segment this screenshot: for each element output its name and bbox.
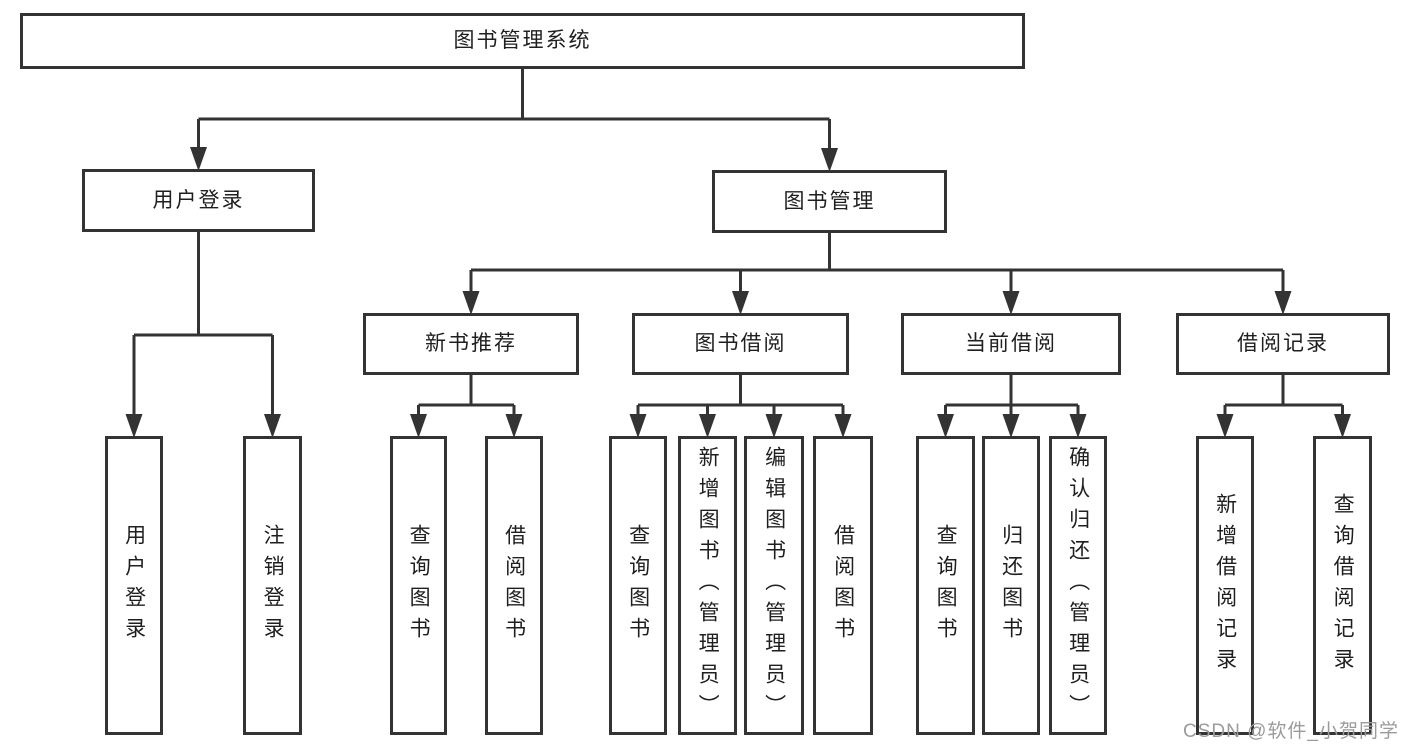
node-label: 确认归还（管理员） xyxy=(1066,446,1090,725)
connector-line xyxy=(197,69,831,160)
node-add-books-admin: 新增图书（管理员） xyxy=(678,436,737,735)
connector-line xyxy=(417,375,516,426)
node-query-books-2: 查询图书 xyxy=(609,436,667,735)
node-label: 借阅图书 xyxy=(831,523,855,648)
node-label: 用户登录 xyxy=(152,188,245,212)
node-label: 图书管理 xyxy=(783,189,876,213)
node-label: 新增图书（管理员） xyxy=(696,446,720,725)
node-current-borrowing: 当前借阅 xyxy=(901,313,1121,375)
node-label: 新书推荐 xyxy=(425,332,517,356)
node-new-book-recommend: 新书推荐 xyxy=(363,313,579,375)
node-root: 图书管理系统 xyxy=(20,13,1025,69)
node-confirm-return-admin: 确认归还（管理员） xyxy=(1049,436,1107,735)
arrowhead-icon xyxy=(765,414,783,438)
node-user-login-leaf: 用户登录 xyxy=(105,436,163,735)
arrowhead-icon xyxy=(1002,291,1020,315)
arrowhead-icon xyxy=(264,414,281,438)
node-label: 当前借阅 xyxy=(965,332,1057,356)
arrowhead-icon xyxy=(190,147,207,171)
arrowhead-icon xyxy=(937,414,954,438)
connector-line xyxy=(469,233,1285,303)
node-borrow-books-1: 借阅图书 xyxy=(485,436,543,735)
arrowhead-icon xyxy=(699,414,716,438)
node-return-books: 归还图书 xyxy=(982,436,1040,735)
node-add-borrow-record: 新增借阅记录 xyxy=(1196,436,1254,735)
arrowhead-icon xyxy=(834,414,852,438)
arrowhead-icon xyxy=(732,291,749,315)
node-label: 借阅图书 xyxy=(502,523,526,648)
node-label: 查询图书 xyxy=(934,523,958,648)
node-label: 查询图书 xyxy=(626,523,650,648)
node-book-borrowing: 图书借阅 xyxy=(632,313,849,375)
arrowhead-icon xyxy=(629,414,647,438)
node-label: 查询借阅记录 xyxy=(1331,492,1355,679)
node-edit-books-admin: 编辑图书（管理员） xyxy=(744,436,804,735)
connector-line xyxy=(636,375,845,426)
arrowhead-icon xyxy=(821,148,838,172)
arrowhead-icon xyxy=(125,414,143,438)
arrowhead-icon xyxy=(1002,414,1020,438)
connector-line xyxy=(944,375,1080,426)
node-user-login: 用户登录 xyxy=(82,169,315,232)
node-query-books-1: 查询图书 xyxy=(390,436,447,735)
node-label: 图书借阅 xyxy=(694,332,787,356)
node-label: 借阅记录 xyxy=(1237,332,1329,356)
node-label: 图书管理系统 xyxy=(453,29,592,53)
arrowhead-icon xyxy=(462,291,480,315)
node-logout-leaf: 注销登录 xyxy=(243,436,302,735)
arrowhead-icon xyxy=(1274,291,1292,315)
arrowhead-icon xyxy=(410,414,427,438)
node-label: 归还图书 xyxy=(999,523,1023,648)
node-query-books-3: 查询图书 xyxy=(916,436,975,735)
connector-line xyxy=(1223,375,1344,426)
node-query-borrow-record: 查询借阅记录 xyxy=(1313,436,1372,735)
arrowhead-icon xyxy=(1216,414,1234,438)
node-book-management: 图书管理 xyxy=(712,170,947,233)
node-label: 注销登录 xyxy=(261,523,285,648)
connector-line xyxy=(132,232,274,426)
node-label: 编辑图书（管理员） xyxy=(762,446,786,725)
arrowhead-icon xyxy=(1069,414,1087,438)
node-label: 查询图书 xyxy=(407,523,431,648)
node-borrowing-records: 借阅记录 xyxy=(1176,313,1390,375)
node-label: 新增借阅记录 xyxy=(1213,492,1237,679)
watermark-text: CSDN @软件_小贺同学 xyxy=(1183,721,1399,742)
node-label: 用户登录 xyxy=(122,523,146,648)
arrowhead-icon xyxy=(1334,414,1351,438)
arrowhead-icon xyxy=(505,414,523,438)
node-borrow-books-2: 借阅图书 xyxy=(813,436,873,735)
